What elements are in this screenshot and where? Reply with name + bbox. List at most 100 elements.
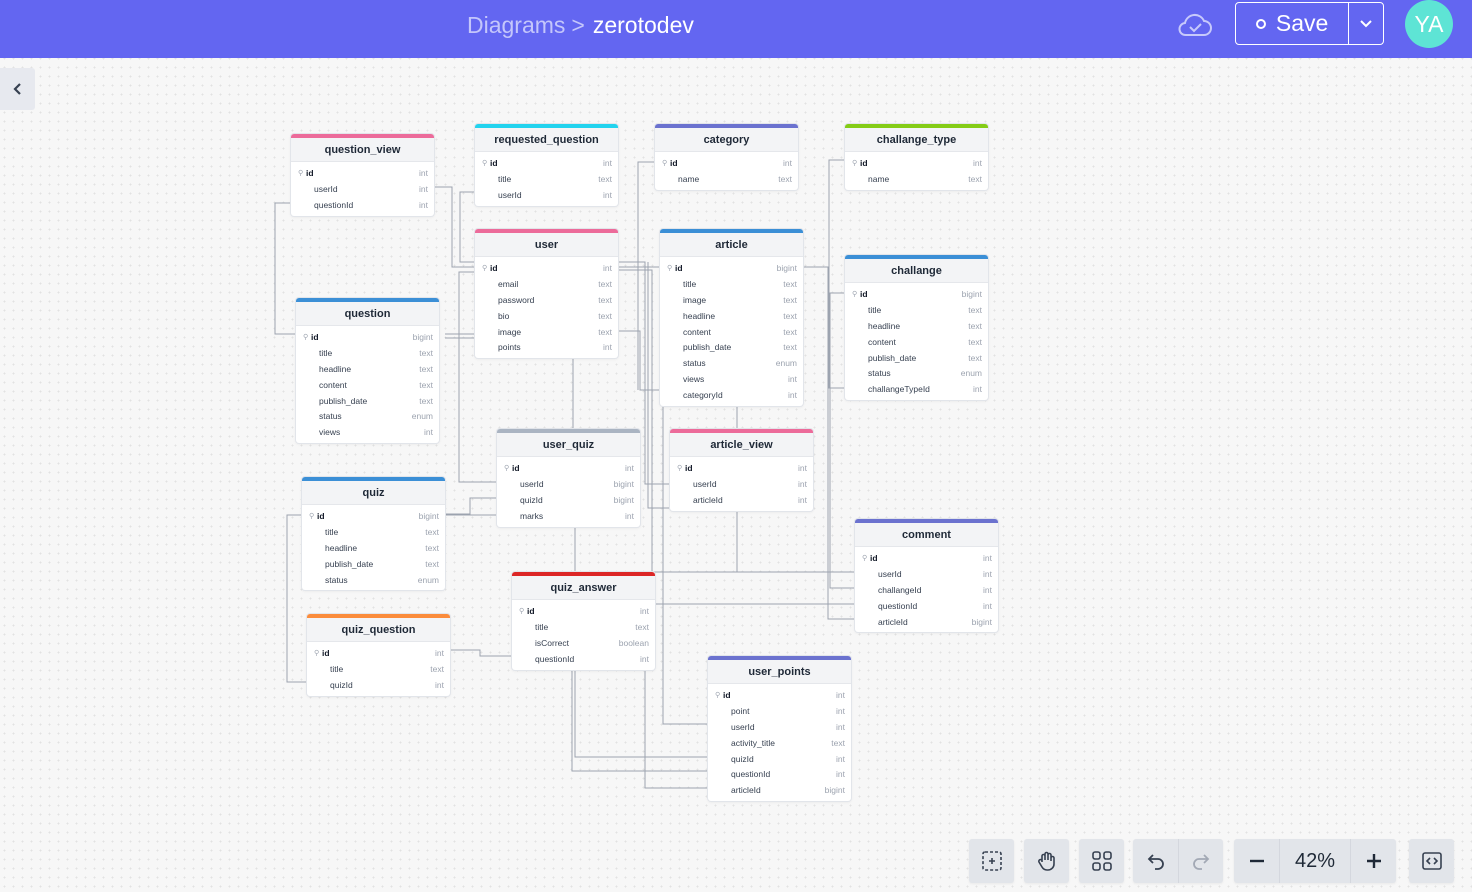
pan-tool-button[interactable] — [1024, 839, 1069, 883]
table-header[interactable]: article_view — [670, 433, 813, 457]
table-header[interactable]: question — [296, 302, 439, 326]
collapse-sidebar-button[interactable] — [0, 68, 35, 110]
table-header[interactable]: category — [655, 128, 798, 152]
table-header[interactable]: quiz_question — [307, 618, 450, 642]
auto-arrange-button[interactable] — [1079, 839, 1124, 883]
diagram-title[interactable]: zerotodev — [592, 12, 694, 38]
table-header[interactable]: article — [660, 233, 803, 257]
table-header[interactable]: requested_question — [475, 128, 618, 152]
zoom-level[interactable]: 42% — [1279, 839, 1351, 883]
avatar[interactable]: YA — [1405, 0, 1453, 48]
cloud-check-icon[interactable] — [1176, 8, 1214, 40]
table-header[interactable]: question_view — [291, 138, 434, 162]
toggle-code-editor-button[interactable] — [1409, 839, 1454, 883]
redo-button[interactable] — [1178, 839, 1223, 883]
undo-button[interactable] — [1133, 839, 1178, 883]
table-header[interactable]: challange_type — [845, 128, 988, 152]
breadcrumb-diagrams-link[interactable]: Diagrams — [467, 12, 566, 38]
zoom-out-button[interactable] — [1234, 839, 1279, 883]
table-header[interactable]: user_points — [708, 660, 851, 684]
table-header[interactable]: user_quiz — [497, 433, 640, 457]
table-header[interactable]: user — [475, 233, 618, 257]
table-header[interactable]: challange — [845, 259, 988, 283]
fit-view-button[interactable] — [969, 839, 1014, 883]
table-header[interactable]: quiz — [302, 481, 445, 505]
table-header[interactable]: comment — [855, 523, 998, 547]
table-header[interactable]: quiz_answer — [512, 576, 655, 600]
